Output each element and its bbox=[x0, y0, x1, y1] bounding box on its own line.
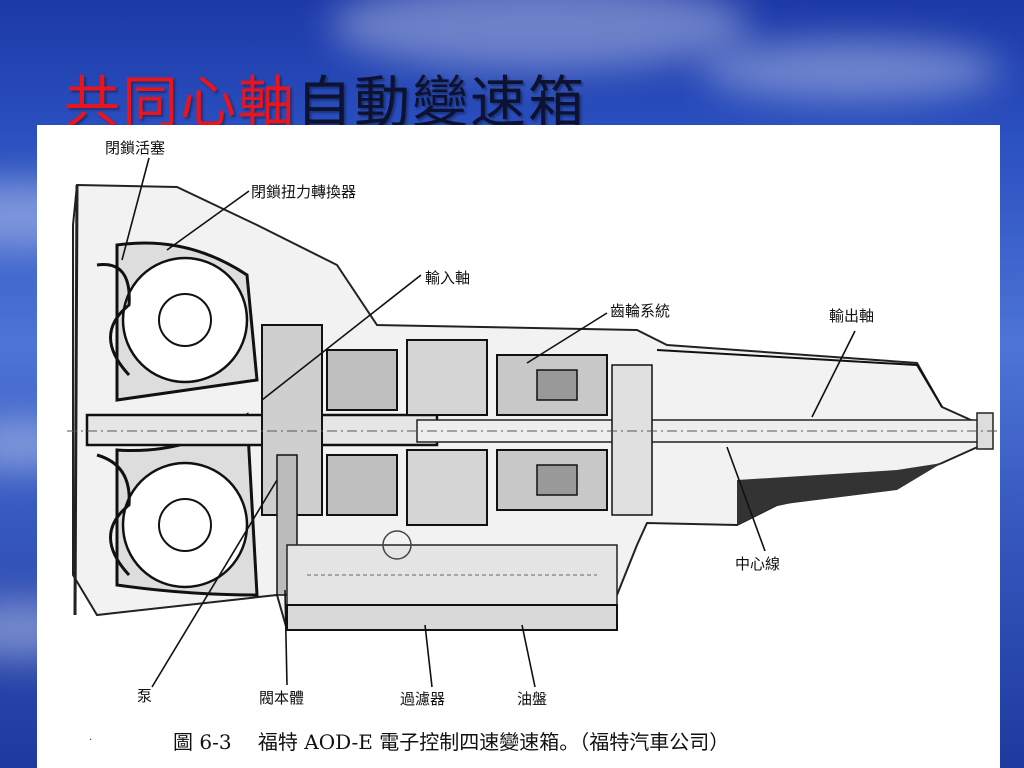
label-output-shaft: 輸出軸 bbox=[829, 307, 875, 325]
label-gear-system: 齒輪系統 bbox=[610, 302, 671, 320]
label-lockup-piston: 閉鎖活塞 bbox=[105, 139, 166, 157]
label-oil-pan: 油盤 bbox=[517, 690, 548, 708]
label-pump: 泵 bbox=[137, 687, 153, 705]
leader-lines bbox=[121, 157, 856, 688]
bullet-mark: · bbox=[89, 735, 93, 746]
label-lockup-torque-converter: 閉鎖扭力轉換器 bbox=[251, 183, 357, 201]
figure-caption: 圖 6-3 福特 AOD-E 電子控制四速變速箱。（福特汽車公司） bbox=[173, 730, 730, 754]
figure-panel: 閉鎖活塞 閉鎖扭力轉換器 輸入軸 齒輪系統 輸出軸 中心線 泵 閥本體 過濾器 … bbox=[37, 125, 1000, 768]
label-valve-body: 閥本體 bbox=[259, 689, 305, 707]
label-centerline: 中心線 bbox=[735, 555, 781, 573]
label-filter: 過濾器 bbox=[400, 690, 446, 708]
transmission-cutaway-drawing bbox=[67, 157, 997, 688]
label-input-shaft: 輸入軸 bbox=[425, 269, 471, 287]
